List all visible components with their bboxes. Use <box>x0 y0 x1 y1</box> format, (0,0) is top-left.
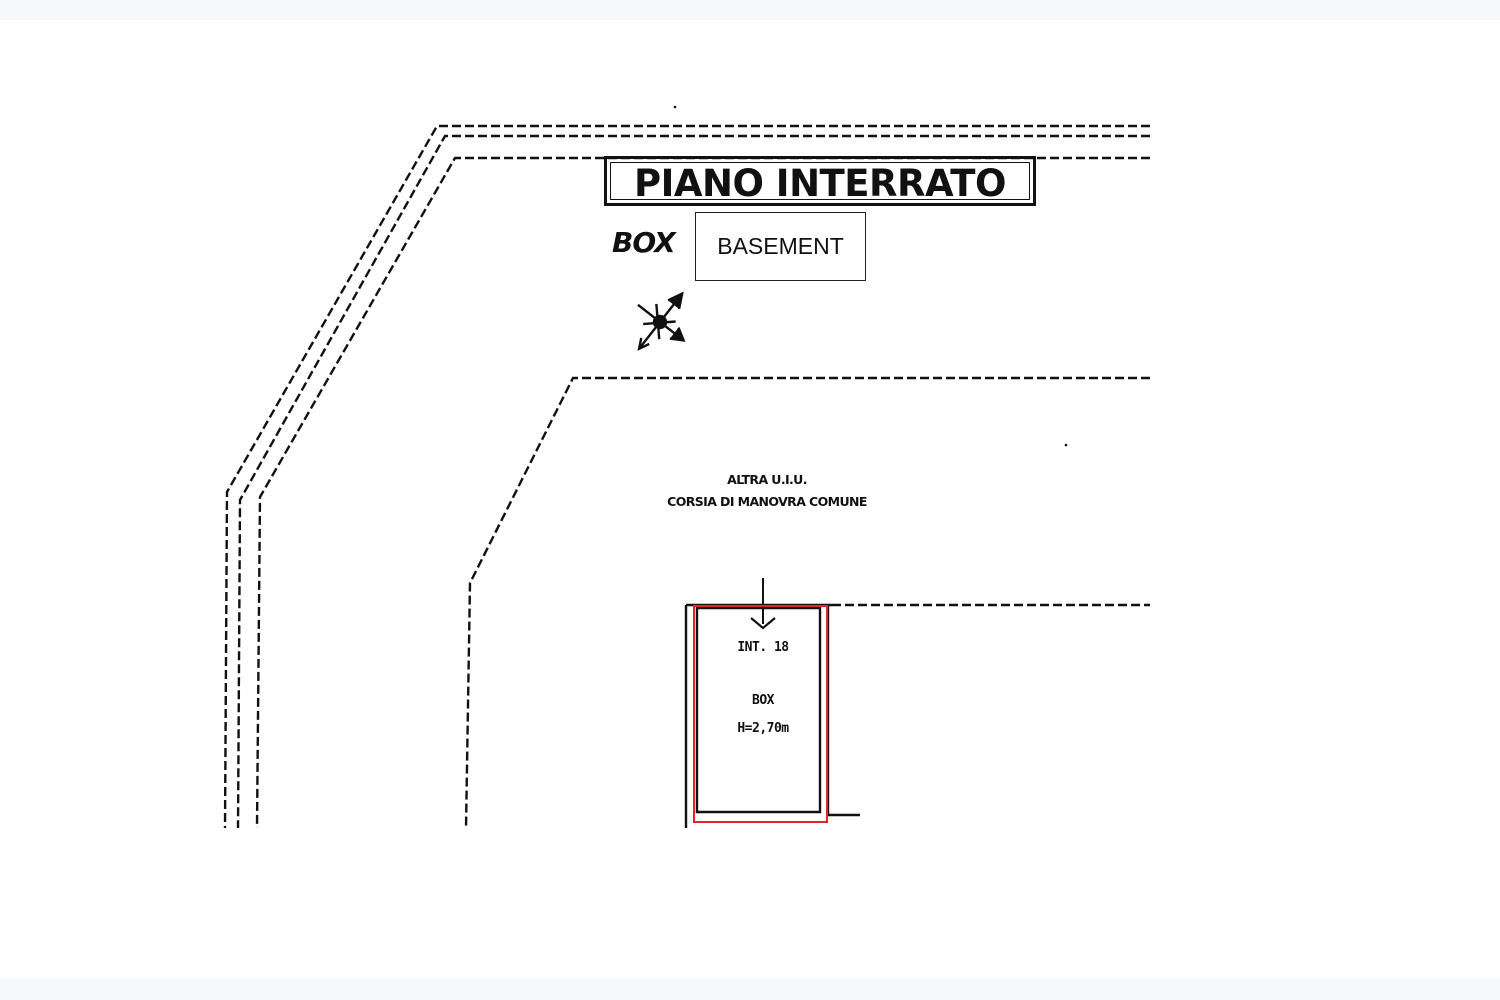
outer-wall-line-2 <box>236 134 1150 829</box>
entrance-arrow-icon <box>750 578 776 630</box>
plan-title-box: PIANO INTERRATO <box>604 156 1036 206</box>
area-label-line1: ALTRA U.I.U. <box>727 472 807 487</box>
plan-title: PIANO INTERRATO <box>633 162 1007 205</box>
translation-box: BASEMENT <box>695 212 866 281</box>
speck-mark <box>673 105 677 109</box>
outer-wall-line-3 <box>255 156 1150 829</box>
floor-plan-drawing <box>223 105 1150 829</box>
aisle-boundary <box>464 376 1150 829</box>
speck-mark <box>1064 443 1068 447</box>
unit-entrance-label: INT. 18 <box>737 640 789 655</box>
north-arrow-icon <box>637 291 686 351</box>
box-wall-inner <box>695 606 822 814</box>
translation-label: BASEMENT <box>717 233 844 259</box>
area-label-line2: CORSIA DI MANOVRA COMUNE <box>667 494 867 509</box>
box-label: BOX <box>612 226 676 259</box>
unit-highlight-frame <box>693 605 828 823</box>
outer-wall-line-1 <box>223 124 1150 829</box>
unit-height-label: H=2,70m <box>737 721 789 736</box>
floor-plan-sheet: PIANO INTERRATO BOX BASEMENT ALTRA U.I.U… <box>0 20 1500 978</box>
unit-type-label: BOX <box>752 693 774 708</box>
